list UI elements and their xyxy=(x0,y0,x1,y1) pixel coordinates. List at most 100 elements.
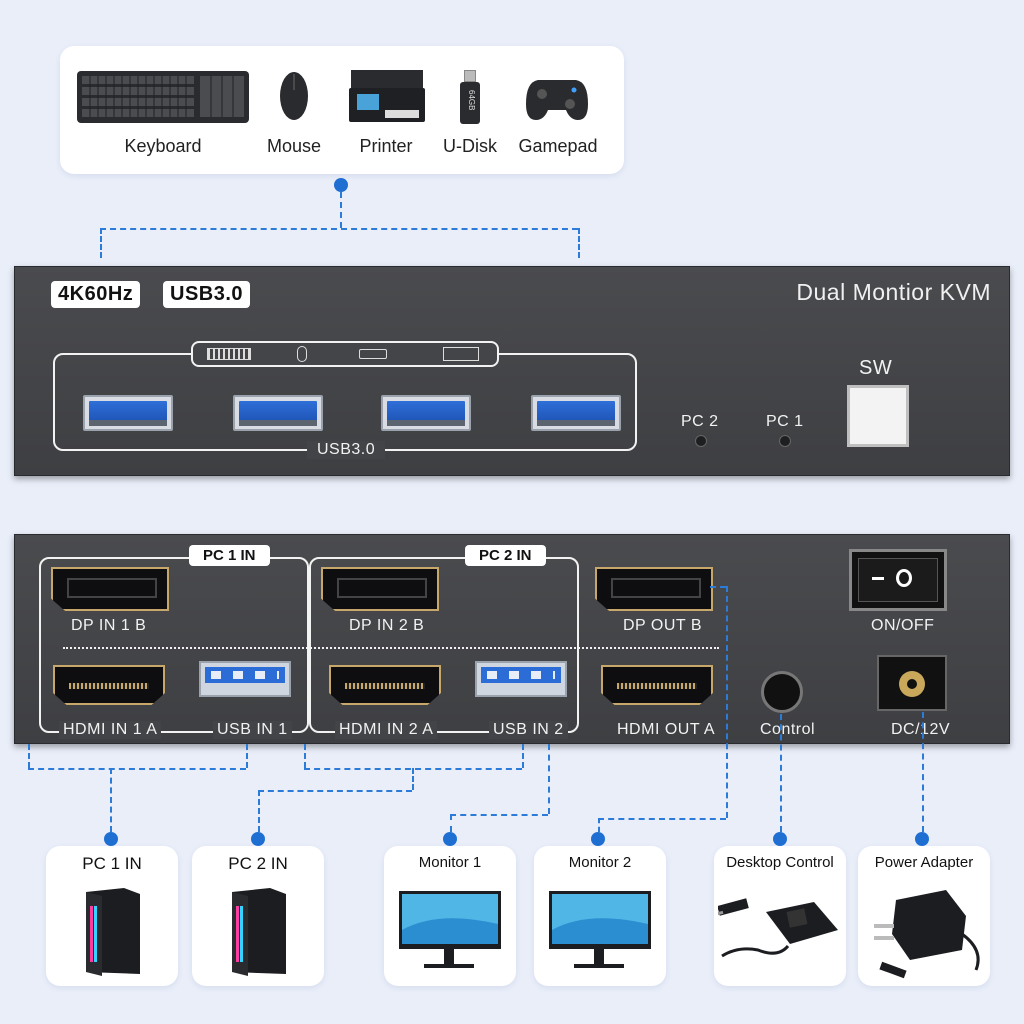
pc2-card: PC 2 IN xyxy=(192,846,324,986)
peripherals-card: 64GB Keyboard Mouse Printer U-Disk Gamep… xyxy=(60,46,624,174)
hdmi-out-a-port[interactable] xyxy=(601,665,713,705)
monitor-icon xyxy=(549,891,651,968)
kvm-front-panel: 4K60Hz USB3.0 Dual Montior KVM USB3.0 PC… xyxy=(14,266,1010,476)
monitor-icon xyxy=(399,891,501,968)
usb-group-label: USB3.0 xyxy=(307,441,386,459)
usb-port-3[interactable] xyxy=(381,395,471,431)
connector-line xyxy=(28,744,30,768)
connector-line xyxy=(450,814,548,816)
dp-out-b-port[interactable] xyxy=(595,567,713,611)
usb-in-2-port[interactable] xyxy=(475,661,567,697)
desktop-control-card: Desktop Control xyxy=(714,846,846,986)
printer-icon xyxy=(443,347,479,361)
switch-button[interactable] xyxy=(847,385,909,447)
connector-dot-peripherals xyxy=(334,178,348,192)
pc1-group-tag: PC 1 IN xyxy=(189,545,270,566)
dp-in-2b-port[interactable] xyxy=(321,567,439,611)
monitor2-card-label: Monitor 2 xyxy=(568,854,632,871)
mouse-icon xyxy=(297,346,307,362)
connector-line xyxy=(28,768,246,770)
dp-in-1b-port[interactable] xyxy=(51,567,169,611)
pc2-card-label: PC 2 IN xyxy=(228,854,288,873)
usb-port-2[interactable] xyxy=(233,395,323,431)
usb-device-icons-strip xyxy=(191,341,499,367)
mouse-label: Mouse xyxy=(266,136,322,156)
connector-line xyxy=(304,744,306,768)
pc-tower-icon xyxy=(86,888,140,976)
pc1-card: PC 1 IN xyxy=(46,846,178,986)
gamepad-icon xyxy=(526,80,588,120)
connector-line xyxy=(598,818,726,820)
power-switch[interactable] xyxy=(849,549,947,611)
pc1-card-label: PC 1 IN xyxy=(82,854,142,873)
connector-line xyxy=(522,744,524,768)
connector-line xyxy=(710,586,726,588)
pc-tower-icon xyxy=(232,888,286,976)
usb-port-1[interactable] xyxy=(83,395,173,431)
monitor1-card-label: Monitor 1 xyxy=(418,854,482,871)
connector-dot-pc2 xyxy=(251,832,265,846)
keyboard-icon xyxy=(77,71,249,123)
dp-out-b-label: DP OUT B xyxy=(623,617,702,634)
printer-icon xyxy=(349,70,425,122)
power-adapter-icon xyxy=(874,890,980,979)
usb-in-1-port[interactable] xyxy=(199,661,291,697)
control-port[interactable] xyxy=(761,671,803,713)
power-switch-label: ON/OFF xyxy=(871,617,935,634)
power-adapter-card: Power Adapter xyxy=(858,846,990,986)
desktop-control-card-label: Desktop Control xyxy=(726,854,834,871)
keyboard-icon xyxy=(207,348,251,360)
connector-line xyxy=(598,818,600,832)
udisk-capacity: 64GB xyxy=(467,90,476,111)
usb-version-badge: USB3.0 xyxy=(163,281,251,308)
led-pc1-label: PC 1 xyxy=(766,413,804,430)
connector-dot-control xyxy=(773,832,787,846)
dp-in-2b-label: DP IN 2 B xyxy=(349,617,425,634)
mouse-icon xyxy=(280,72,308,120)
connector-line xyxy=(100,228,102,258)
keyboard-label: Keyboard xyxy=(124,136,202,156)
switch-label: SW xyxy=(859,357,893,379)
connector-dot-monitor1 xyxy=(443,832,457,846)
usb-in-1-label: USB IN 1 xyxy=(213,721,292,739)
usb-drive-icon xyxy=(359,349,387,359)
connector-dot-pc1 xyxy=(104,832,118,846)
desktop-control-icon xyxy=(718,898,838,958)
connector-line xyxy=(340,192,342,228)
product-title: Dual Montior KVM xyxy=(796,279,991,305)
connector-line xyxy=(258,790,260,832)
led-pc2-label: PC 2 xyxy=(681,413,719,430)
usb-port-4[interactable] xyxy=(531,395,621,431)
usb-drive-icon: 64GB xyxy=(460,70,480,124)
connector-line xyxy=(450,814,452,832)
printer-label: Printer xyxy=(359,136,413,156)
monitor2-card: Monitor 2 xyxy=(534,846,666,986)
connector-line xyxy=(922,712,924,832)
dc-jack[interactable] xyxy=(877,655,947,711)
connector-line xyxy=(412,768,414,790)
udisk-label: U-Disk xyxy=(443,136,497,156)
pc1-input-group xyxy=(39,557,309,733)
hdmi-out-a-label: HDMI OUT A xyxy=(617,721,716,738)
connector-line xyxy=(726,586,728,818)
gamepad-label: Gamepad xyxy=(518,136,598,156)
control-label: Control xyxy=(760,721,816,738)
pc2-group-tag: PC 2 IN xyxy=(465,545,546,566)
connector-line xyxy=(110,768,112,832)
connector-line xyxy=(258,790,412,792)
power-adapter-card-label: Power Adapter xyxy=(874,854,974,871)
dc-label: DC/12V xyxy=(891,721,951,738)
kvm-rear-panel: PC 1 IN PC 2 IN DP IN 1 B DP IN 2 B DP O… xyxy=(14,534,1010,744)
resolution-badge: 4K60Hz xyxy=(51,281,141,308)
led-pc2 xyxy=(695,435,707,447)
connector-line xyxy=(780,714,782,832)
divider xyxy=(63,647,719,649)
hdmi-in-2a-label: HDMI IN 2 A xyxy=(335,721,438,739)
connector-dot-monitor2 xyxy=(591,832,605,846)
hdmi-in-1a-port[interactable] xyxy=(53,665,165,705)
connector-line xyxy=(578,228,580,258)
monitor1-card: Monitor 1 xyxy=(384,846,516,986)
connector-line xyxy=(100,228,578,230)
led-pc1 xyxy=(779,435,791,447)
hdmi-in-2a-port[interactable] xyxy=(329,665,441,705)
